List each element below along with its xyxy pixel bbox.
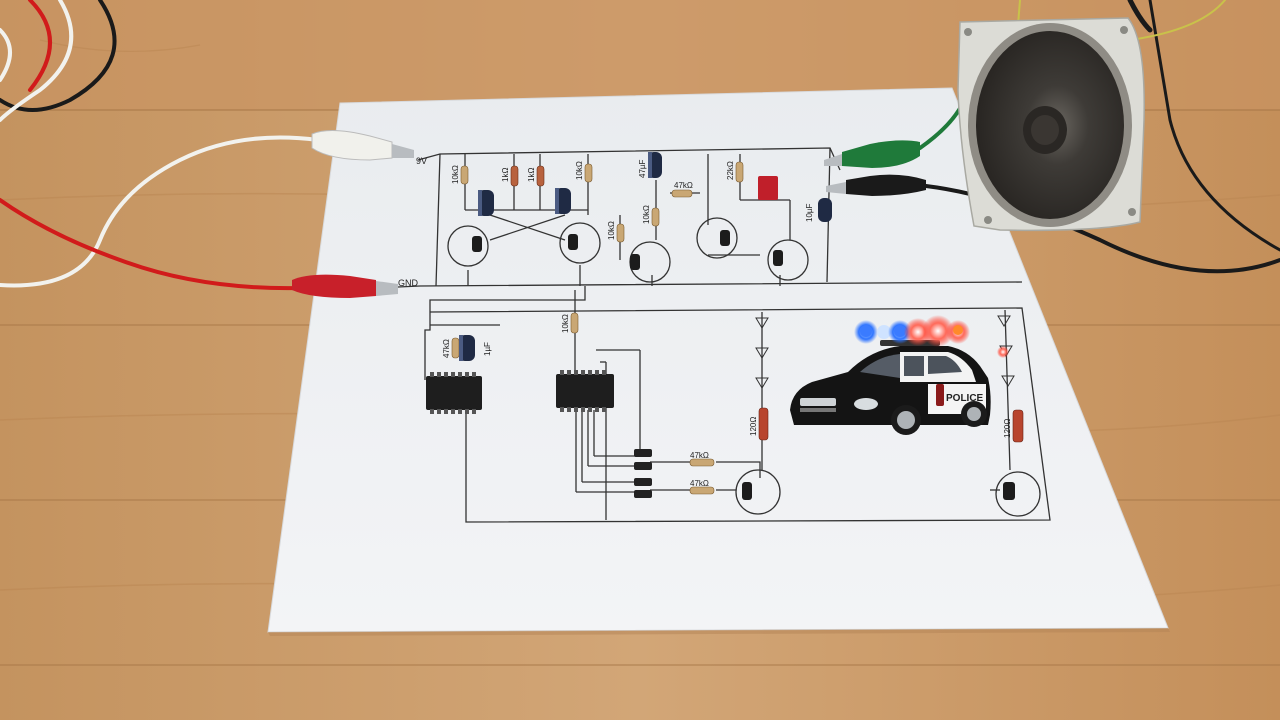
transistor-symbols-bottom [735,469,1041,517]
label-c-10u: 10µF [805,203,814,222]
label-r4: 10kΩ [575,161,584,180]
label-r-led2: 47kΩ [690,479,709,488]
clip-white [311,130,414,161]
clip-black [826,174,926,196]
diodes [634,449,652,498]
label-r-10k-mid: 10kΩ [561,314,570,333]
clip-green [824,140,920,168]
speaker [957,17,1145,232]
resistors [451,161,1024,495]
label-r7: 22kΩ [726,161,735,180]
transistors-top [472,230,783,270]
ic-chip-left [426,372,482,414]
ic-chip-right [556,370,614,412]
label-r-120b: 120Ω [1003,419,1012,438]
label-c-1u: 1µF [483,342,492,356]
label-r-47k: 47kΩ [674,181,693,190]
transistors-bottom [742,482,1015,500]
label-r3: 1kΩ [527,168,536,182]
cables-left [0,0,320,291]
label-r-120a: 120Ω [749,417,758,436]
label-r-led1: 47kΩ [690,451,709,460]
label-r2: 1kΩ [501,168,510,182]
label-r1: 10kΩ [451,165,460,184]
label-r5: 10kΩ [607,221,616,240]
capacitors [459,152,832,361]
transistor-symbols-top [447,217,809,283]
label-gnd: GND [398,278,419,288]
schematic-labels: 9V GND 10kΩ 1kΩ 1kΩ 10kΩ 10kΩ 10kΩ 47kΩ … [398,156,1012,488]
label-9v: 9V [416,156,427,166]
schematic-wires [397,147,1051,523]
label-r6: 10kΩ [642,205,651,224]
label-c-47u: 47µF [638,159,647,178]
police-car-image: POLICE [790,340,991,435]
label-r-47k-left: 47kΩ [442,339,451,358]
clip-red [292,274,398,298]
police-text: POLICE [946,393,984,404]
lit-leds [854,315,1009,358]
